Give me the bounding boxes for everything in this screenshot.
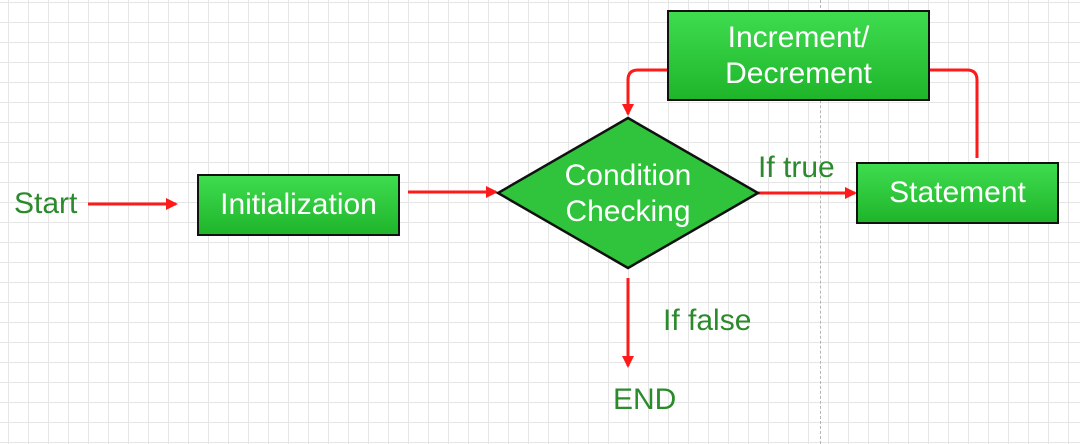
initialization-label: Initialization [220, 188, 377, 221]
end-label: END [613, 383, 677, 416]
condition-line1: Condition [564, 159, 692, 192]
condition-text: Condition Checking [528, 158, 728, 230]
increment-decrement-box: Increment/ Decrement [667, 10, 930, 101]
initialization-box: Initialization [197, 174, 400, 236]
start-label: Start [14, 187, 78, 220]
guide-line [820, 0, 821, 444]
condition-diamond [495, 116, 761, 270]
if-false-label: If false [663, 304, 752, 337]
statement-label: Statement [889, 176, 1026, 209]
if-true-label: If true [758, 151, 835, 184]
condition-line2: Checking [565, 195, 691, 228]
increment-line1: Increment/ [727, 20, 870, 54]
arrow-statement-to-increment [930, 68, 979, 158]
increment-line2: Decrement [725, 56, 872, 90]
statement-box: Statement [856, 162, 1059, 224]
arrow-increment-to-condition [622, 68, 668, 116]
